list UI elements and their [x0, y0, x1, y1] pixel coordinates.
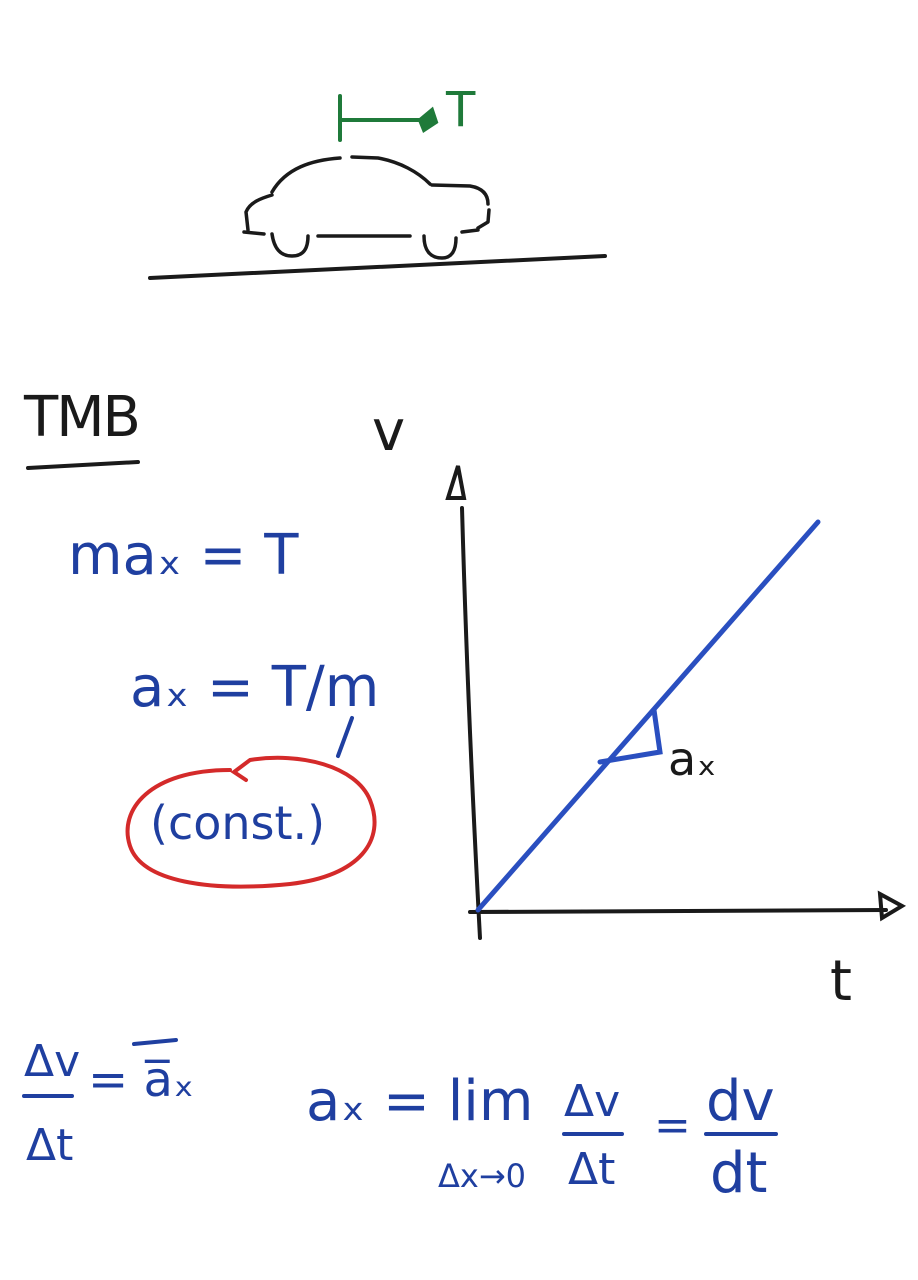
inst-lhs: aₓ = lim: [306, 1069, 534, 1134]
inst-lim-subscript: Δx→0: [438, 1157, 526, 1195]
car-drawing: [148, 155, 607, 280]
fraction-bars: [22, 716, 778, 1136]
y-axis: [460, 506, 482, 940]
slope-triangle: [597, 707, 663, 765]
section-heading: TMB: [24, 385, 141, 450]
x-axis-arrow-icon: [877, 890, 907, 922]
force-label-t: T: [446, 82, 476, 138]
x-axis: [468, 908, 888, 914]
accel-slash: [336, 716, 354, 758]
deriv-num: dv: [706, 1069, 775, 1134]
const-note: (const.): [150, 796, 326, 850]
avg-overline: [132, 1038, 178, 1046]
equation-accel: aₓ = T/m: [130, 655, 380, 720]
avg-numerator: Δv: [24, 1036, 81, 1087]
heading-underline: [26, 460, 140, 470]
avg-denominator: Δt: [26, 1120, 74, 1171]
inst-frac-num: Δv: [564, 1076, 621, 1127]
graph-axes: [445, 465, 907, 940]
inst-equals: =: [654, 1100, 691, 1151]
slope-label: aₓ: [668, 732, 717, 786]
x-axis-label: t: [830, 949, 852, 1014]
equation-newton: maₓ = T: [68, 523, 299, 588]
y-axis-arrow-icon: [445, 465, 467, 500]
force-arrow-t: [338, 94, 439, 142]
avg-rhs: = a̅ₓ: [88, 1052, 195, 1108]
deriv-den: dt: [710, 1141, 768, 1206]
const-circle: [125, 755, 377, 889]
y-axis-label: v: [372, 399, 406, 464]
velocity-line: [475, 519, 821, 913]
inst-frac-den: Δt: [568, 1144, 616, 1195]
